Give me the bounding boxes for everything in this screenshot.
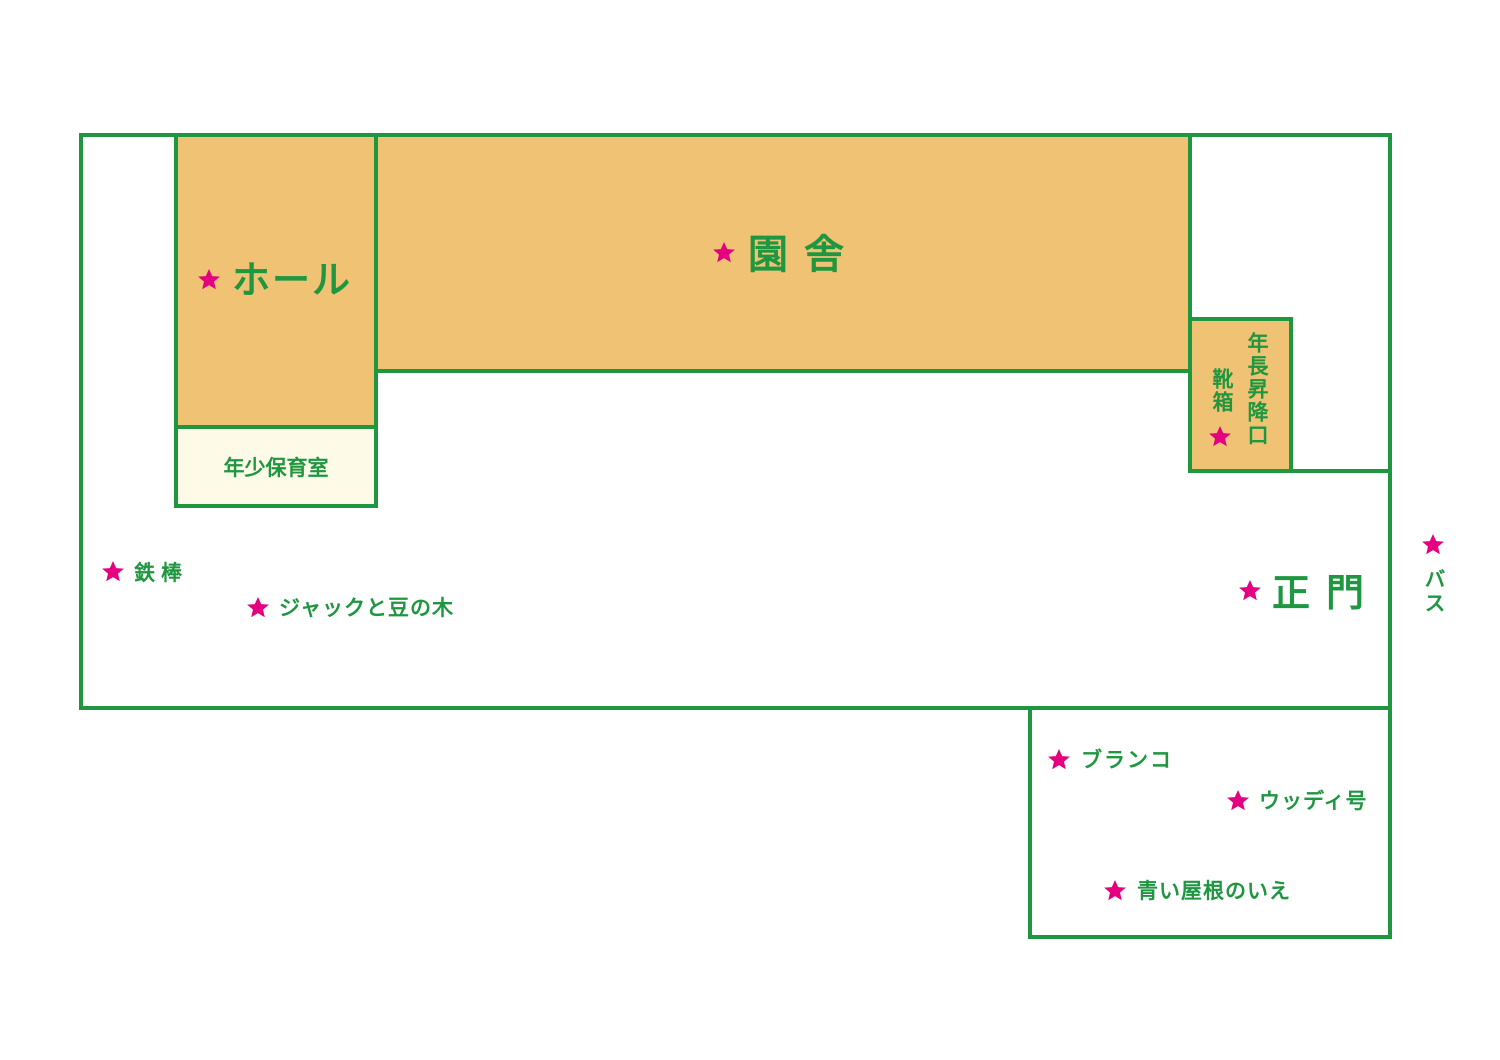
entrance-label: 年長昇降口 <box>1245 331 1269 447</box>
swing-label: ブランコ <box>1081 748 1173 772</box>
nursery-room-label: 年少保育室 <box>224 456 329 480</box>
jack-label: ジャックと豆の木 <box>279 596 454 620</box>
blue-house-label: 青い屋根のいえ <box>1137 879 1291 903</box>
nursery-room[interactable] <box>174 425 378 508</box>
main-gate-label: 正門 <box>1272 571 1380 615</box>
main-building[interactable] <box>374 133 1192 373</box>
shoe-box-label: 靴箱 <box>1210 368 1234 414</box>
star-icon <box>1422 534 1444 555</box>
iron-bar-label: 鉄棒 <box>134 561 188 585</box>
playground-annex <box>1028 706 1392 939</box>
bus-label: バス <box>1422 568 1446 616</box>
hall-label: ホール <box>232 258 352 302</box>
main-building-label: 園舎 <box>748 232 860 278</box>
woody-label: ウッディ号 <box>1259 789 1368 813</box>
entrance-building[interactable] <box>1188 317 1293 473</box>
